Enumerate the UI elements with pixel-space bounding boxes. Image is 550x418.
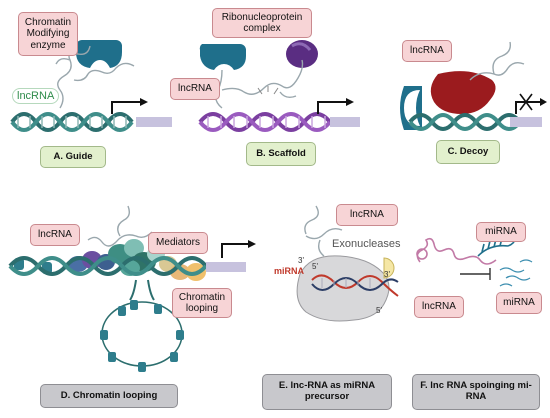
- panel-e-mirna-precursor: [296, 205, 399, 322]
- sponging-caption: F. lnc RNA spoinging mi-RNA: [412, 374, 540, 410]
- decoy-red-shape: [430, 71, 496, 114]
- lncrna-label-f: lncRNA: [414, 296, 464, 318]
- chromatin-looping-label: Chromatin looping: [172, 288, 232, 318]
- dna-helix-c: [408, 93, 547, 131]
- prime-3-label-right: 3': [384, 270, 390, 279]
- dna-helix-a: [10, 98, 172, 132]
- decoy-caption: C. Decoy: [436, 140, 500, 164]
- lncrna-strand-d: [87, 205, 153, 247]
- guide-caption: A. Guide: [40, 146, 106, 168]
- decoy-blue-shape: [400, 86, 422, 130]
- mirna-label-e: miRNA: [274, 266, 305, 276]
- ribonucleoprotein-complex-label: Ribonucleoprotein complex: [212, 8, 312, 38]
- prime-3-label-left: 3': [298, 256, 304, 265]
- rnp-purple-shape: [286, 40, 318, 68]
- lncrna-strand-b: [215, 59, 304, 109]
- chromatin-modifying-enzyme-label: Chromatin Modifying enzyme: [18, 12, 78, 56]
- mirna-precursor-caption: E. lnc-RNA as miRNA precursor: [262, 374, 392, 410]
- lncrna-label-e: lncRNA: [336, 204, 398, 226]
- lncrna-label-c: lncRNA: [402, 40, 452, 62]
- lncrna-strand-a: [55, 45, 135, 109]
- lncrna-label-a: lncRNA: [12, 88, 60, 104]
- chromatin-looping-caption: D. Chromatin looping: [40, 384, 178, 408]
- scaffold-caption: B. Scaffold: [246, 142, 316, 166]
- chromatin-modifying-enzyme-shape: [76, 40, 122, 68]
- inhibition-line-f: [460, 268, 491, 280]
- lncrna-strand-f: [416, 237, 497, 265]
- dna-helix-d: [8, 240, 256, 276]
- mirna-fragments-f: [499, 259, 533, 287]
- panel-c-decoy: [400, 41, 547, 131]
- exonuclease-yellow-shape: [383, 257, 395, 279]
- panel-f-sponging: [416, 237, 533, 287]
- prime-5-label-right: 5': [376, 306, 382, 315]
- dna-helix-b: [198, 86, 360, 132]
- chromatin-loop-ring: [100, 279, 184, 372]
- prime-5-label-left: 5': [312, 262, 318, 271]
- mirna-label-f-top: miRNA: [476, 222, 526, 242]
- panel-d-chromatin-looping: [8, 205, 256, 372]
- lncrna-label-d: lncRNA: [30, 224, 80, 246]
- lncrna-label-b: lncRNA: [170, 78, 220, 100]
- panel-b-scaffold: [198, 40, 360, 132]
- mediators-label: Mediators: [148, 232, 208, 254]
- lncrna-strand-c: [469, 41, 525, 81]
- lncrna-strand-e: [304, 205, 343, 257]
- mirna-duplex-e: [311, 274, 399, 297]
- exonucleases-label: Exonucleases: [332, 238, 401, 250]
- rnp-blue-shape: [199, 44, 246, 70]
- panel-a-guide: [10, 40, 172, 132]
- mirna-label-f-bottom: miRNA: [496, 292, 542, 314]
